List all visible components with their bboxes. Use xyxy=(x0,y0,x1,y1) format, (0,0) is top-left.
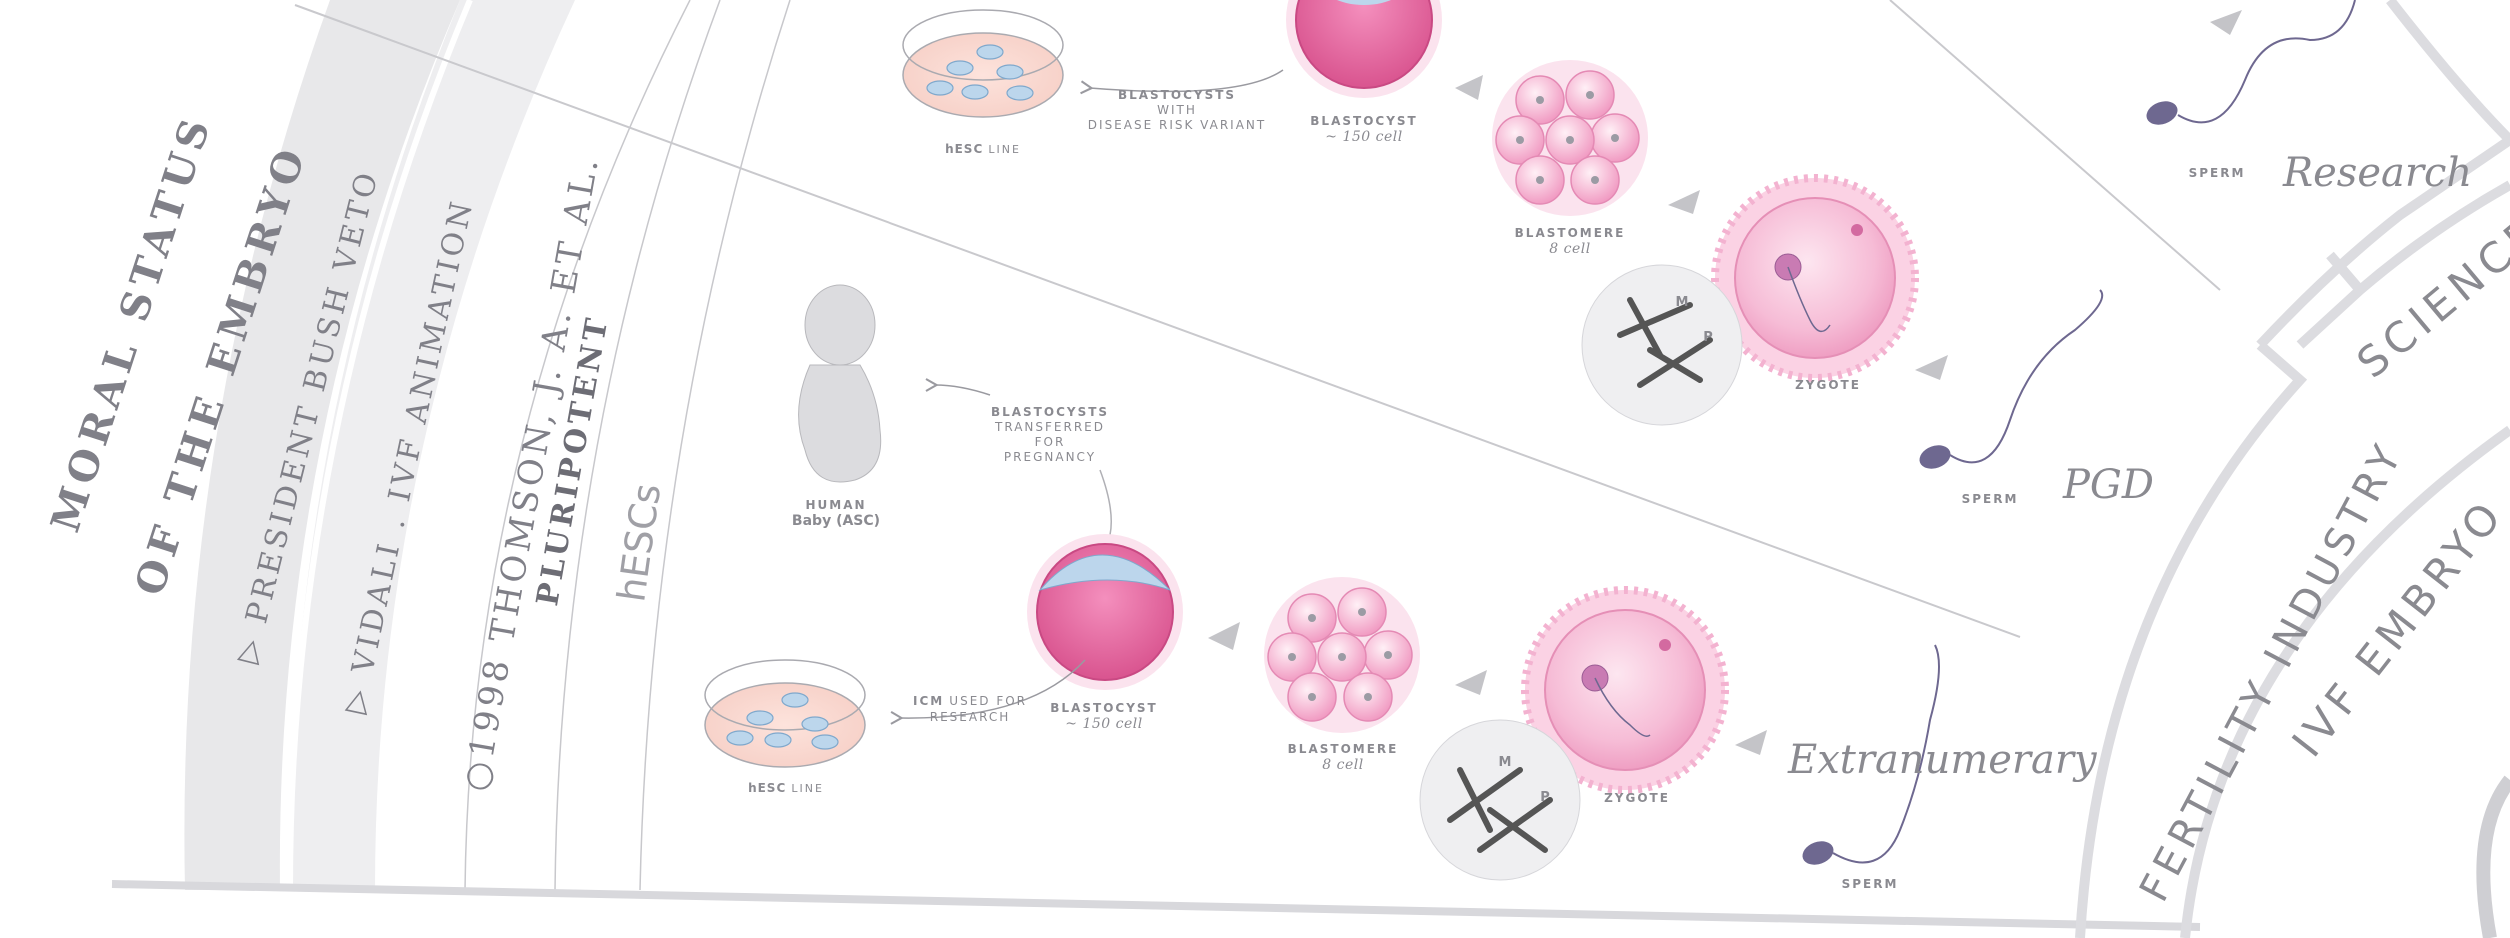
blastocyst-top-label: BLASTOCYST ~ 150 cell xyxy=(1310,114,1418,145)
baby-label: HUMAN Baby (ASC) xyxy=(791,498,881,529)
baby-figure xyxy=(798,284,882,483)
dish-bottom xyxy=(704,659,866,768)
sperm-top-research xyxy=(2146,0,2356,125)
chromosome-bottom xyxy=(1419,719,1581,881)
transfer-note: BLASTOCYSTS TRANSFERRED FOR PREGNANCY xyxy=(990,405,1110,464)
arc-line-3 xyxy=(639,0,791,891)
blastomere-top xyxy=(1492,60,1648,216)
arrow-icon xyxy=(1455,75,1483,100)
arc-line-2 xyxy=(554,0,721,891)
chromosome-m-top: M xyxy=(1675,295,1689,310)
flow-arrows-top xyxy=(1455,10,2242,380)
hesc-line-top-label: hESC LINE xyxy=(945,142,1021,156)
zygote-top-label: ZYGOTE xyxy=(1795,378,1861,392)
arrow-icon xyxy=(1455,670,1487,695)
blastomere-top-label: BLASTOMERE 8 cell xyxy=(1514,226,1626,257)
arrow-icon xyxy=(1735,730,1767,755)
arrow-icon xyxy=(1208,622,1240,650)
sperm-top-pgd xyxy=(1919,289,2104,469)
divider-upper xyxy=(294,4,2021,638)
base-line xyxy=(111,880,2201,931)
band-dark xyxy=(184,0,461,890)
sperm-bottom xyxy=(1802,644,1940,865)
arc-innermost xyxy=(2476,775,2510,938)
circle-icon: ○ xyxy=(455,754,502,795)
dish-top xyxy=(902,9,1064,118)
chromosome-p-bottom: P xyxy=(1540,790,1550,805)
arc-science-inner xyxy=(2296,180,2510,349)
arrow-icon xyxy=(1668,190,1700,214)
band-divider-1 xyxy=(287,0,473,891)
blastomere-bottom xyxy=(1264,577,1420,733)
path-label-pgd: PGD xyxy=(2063,462,2154,508)
chromosome-m-bottom: M xyxy=(1498,755,1512,770)
zygote-bottom xyxy=(1521,586,1729,794)
blastocyst-top xyxy=(1286,0,1442,98)
timeline-bands xyxy=(184,0,791,891)
chromosome-top xyxy=(1581,264,1743,426)
arc-line-1 xyxy=(464,0,691,891)
band-light xyxy=(289,0,575,890)
flow-arrows-bottom xyxy=(1208,622,1767,755)
arrow-icon xyxy=(2210,10,2242,35)
hesc-line-bottom-label: hESC LINE xyxy=(748,781,824,795)
divider-top-right xyxy=(1889,0,2221,291)
arrow-icon xyxy=(1915,355,1948,380)
zygote-bottom-label: ZYGOTE xyxy=(1604,791,1670,805)
arc-top xyxy=(2386,0,2510,144)
blastocysts-risk-note: BLASTOCYSTS WITH DISEASE RISK VARIANT xyxy=(1087,88,1267,132)
blastomere-bottom-label: BLASTOMERE 8 cell xyxy=(1287,742,1399,773)
right-arcs xyxy=(2075,0,2510,938)
line-transfer xyxy=(1099,469,1112,536)
sperm-bottom-label: SPERM xyxy=(1841,877,1899,891)
sperm-pgd-label: SPERM xyxy=(1961,492,2019,506)
arrow-to-dish-bottom xyxy=(900,659,1086,718)
path-label-research: Research xyxy=(2283,150,2473,196)
arc-science-outer xyxy=(2256,135,2510,349)
arc-fertility-outer xyxy=(2075,341,2308,938)
chromosome-p-top: P xyxy=(1703,330,1713,345)
arrow-to-baby xyxy=(935,385,991,396)
arrow-to-dish-top xyxy=(1090,69,1284,91)
sperm-research-label: SPERM xyxy=(2188,166,2246,180)
arc-ivf-outer xyxy=(2180,425,2510,938)
blastocyst-bottom-label: BLASTOCYST ~ 150 cell xyxy=(1050,701,1158,732)
blastocyst-bottom xyxy=(1027,534,1183,690)
path-label-extranumerary: Extranumerary xyxy=(1788,737,2097,783)
icm-note: ICM USED FOR RESEARCH xyxy=(912,694,1028,724)
zygote-top xyxy=(1711,174,1919,382)
